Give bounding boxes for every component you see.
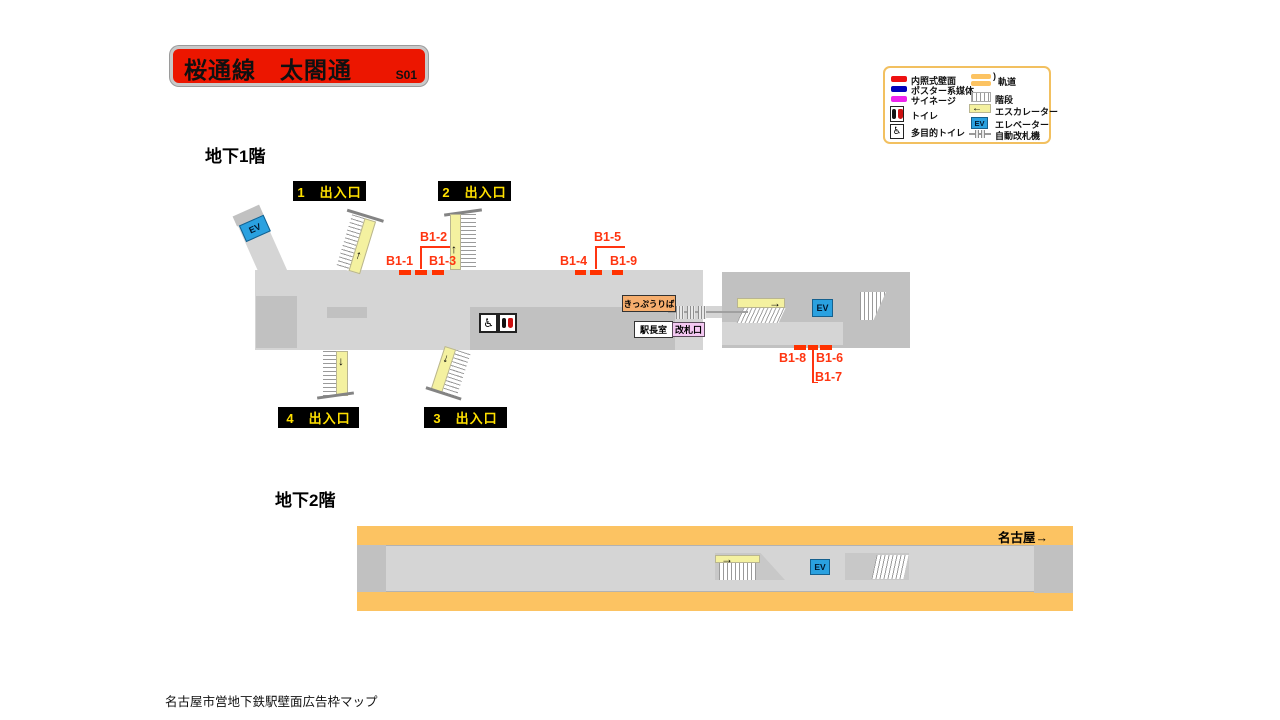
exit-1-label: 1 出入口 (293, 181, 366, 201)
ad-label: B1-3 (429, 254, 457, 268)
down-arrow-icon: ↓ (441, 350, 452, 366)
legend-label: 自動改札機 (995, 131, 1041, 141)
legend-label: サイネージ (911, 96, 956, 106)
ad-connector (812, 381, 818, 383)
illuminated-wall-icon (891, 76, 907, 82)
ad-connector (420, 246, 422, 269)
legend-label: 階段 (995, 95, 1014, 105)
station-office-label: 駅長室 (634, 321, 673, 338)
direction-nagoya-label: 名古屋→ (998, 531, 1049, 545)
legend-label: トイレ (911, 111, 939, 121)
poster-media-icon (891, 86, 907, 92)
legend-label: 多目的トイレ (911, 128, 966, 138)
legend-label: エレベーター (995, 120, 1050, 130)
ad-label: B1-8 (779, 351, 807, 365)
man-figure-icon (502, 318, 506, 328)
multipurpose-toilet-icon: ♿ (479, 313, 498, 333)
station-code: S01 (395, 68, 417, 82)
track-icon (971, 74, 991, 79)
b1-kiosk-block (327, 307, 367, 318)
exit-4-label: 4 出入口 (278, 407, 359, 428)
wheelchair-glyph: ♿ (483, 316, 494, 330)
legend-label: 内照式壁面 (911, 76, 957, 86)
ad-tick-b1-4 (575, 270, 586, 275)
escalator: ↓ (336, 351, 348, 396)
ad-tick-b1-7 (808, 345, 818, 350)
right-arrow-icon: → (769, 296, 781, 310)
ad-label: B1-4 (560, 254, 588, 268)
ad-tick-b1-3 (432, 270, 444, 275)
stairs (323, 351, 336, 396)
ad-connector (812, 350, 814, 383)
elevator-icon: EV (971, 117, 988, 129)
floor-b2-label: 地下2階 (275, 491, 336, 510)
stairs-icon (971, 92, 991, 102)
escalator-arrow-icon: ← (972, 103, 982, 114)
right-arrow-icon: → (721, 552, 733, 566)
ad-tick-b1-6 (820, 345, 832, 350)
ad-label: B1-7 (815, 370, 843, 384)
legend-label: ポスター系媒体 (911, 86, 975, 96)
wheelchair-icon: ♿ (890, 124, 904, 139)
ad-label: B1-2 (420, 230, 448, 244)
ticket-gate-label: 改札口 (672, 322, 705, 337)
track-brace: ) (993, 71, 996, 81)
platform-end-block-left (357, 545, 386, 592)
ad-tick-b1-1 (399, 270, 411, 275)
automatic-ticket-gates (676, 306, 708, 319)
up-arrow-icon: ↑ (451, 242, 457, 256)
man-figure-icon (891, 109, 896, 119)
toilet-icon (498, 313, 517, 333)
exit-3-label: 3 出入口 (424, 407, 507, 428)
ad-connector (595, 246, 597, 269)
ad-label: B1-5 (594, 230, 622, 244)
elevator-corridor: EV (232, 204, 288, 282)
elevator-marker: EV (812, 299, 833, 317)
station-name: 桜通線 太閤通 (184, 57, 352, 83)
exit-3-stairway: ↓ (425, 345, 471, 401)
ad-tick-b1-8 (794, 345, 806, 350)
stairs (461, 214, 476, 270)
b1-paid-corridor (722, 322, 843, 345)
ad-tick-b1-9 (612, 270, 623, 275)
b2-stairs (719, 563, 756, 580)
track-band-bottom (357, 592, 1073, 611)
woman-figure-icon (508, 318, 513, 328)
b2-escalator: → (715, 552, 760, 566)
ad-connector (420, 246, 450, 248)
up-arrow-icon: ↑ (353, 247, 364, 263)
elevator-marker: EV (810, 559, 830, 575)
legend-label: 軌道 (998, 77, 1017, 87)
ad-label: B1-6 (816, 351, 844, 365)
down-arrow-icon: ↓ (338, 354, 344, 368)
gate-line (668, 311, 748, 313)
map-caption: 名古屋市営地下鉄駅壁面広告枠マップ (165, 695, 378, 709)
ad-label: B1-1 (386, 254, 414, 268)
escalator: ↑ (450, 214, 461, 270)
platform-escalator: → (737, 296, 785, 310)
exit-4-stairway: ↓ (316, 351, 355, 400)
exit-2-label: 2 出入口 (438, 181, 511, 201)
legend-label: エスカレーター (995, 107, 1059, 117)
signage-icon (891, 96, 907, 102)
station-name-banner: 桜通線 太閤通 S01 (170, 46, 428, 86)
ad-tick-b1-2 (415, 270, 427, 275)
ad-tick-b1-5 (590, 270, 602, 275)
woman-figure-icon (897, 109, 903, 119)
b2-stairs (871, 555, 909, 579)
b1-room-block (256, 296, 297, 348)
track-icon (971, 81, 991, 86)
wheelchair-glyph: ♿ (892, 126, 902, 137)
ad-label: B1-9 (610, 254, 638, 268)
exit-2-stairway: ↑ (443, 208, 483, 270)
ad-connector (595, 246, 625, 248)
floor-b1-label: 地下1階 (205, 147, 266, 166)
ticket-gate-icon (969, 130, 991, 138)
platform-end-block-right (1034, 545, 1073, 593)
track-band-top (357, 526, 1073, 545)
ticket-office-label: きっぷうりば (622, 295, 676, 312)
exit-1-stairway: ↑ (336, 208, 384, 275)
toilet-icon (890, 106, 904, 122)
legend-box: 内照式壁面 ポスター系媒体 サイネージ トイレ ♿ 多目的トイレ ) 軌道 階段… (883, 66, 1058, 144)
